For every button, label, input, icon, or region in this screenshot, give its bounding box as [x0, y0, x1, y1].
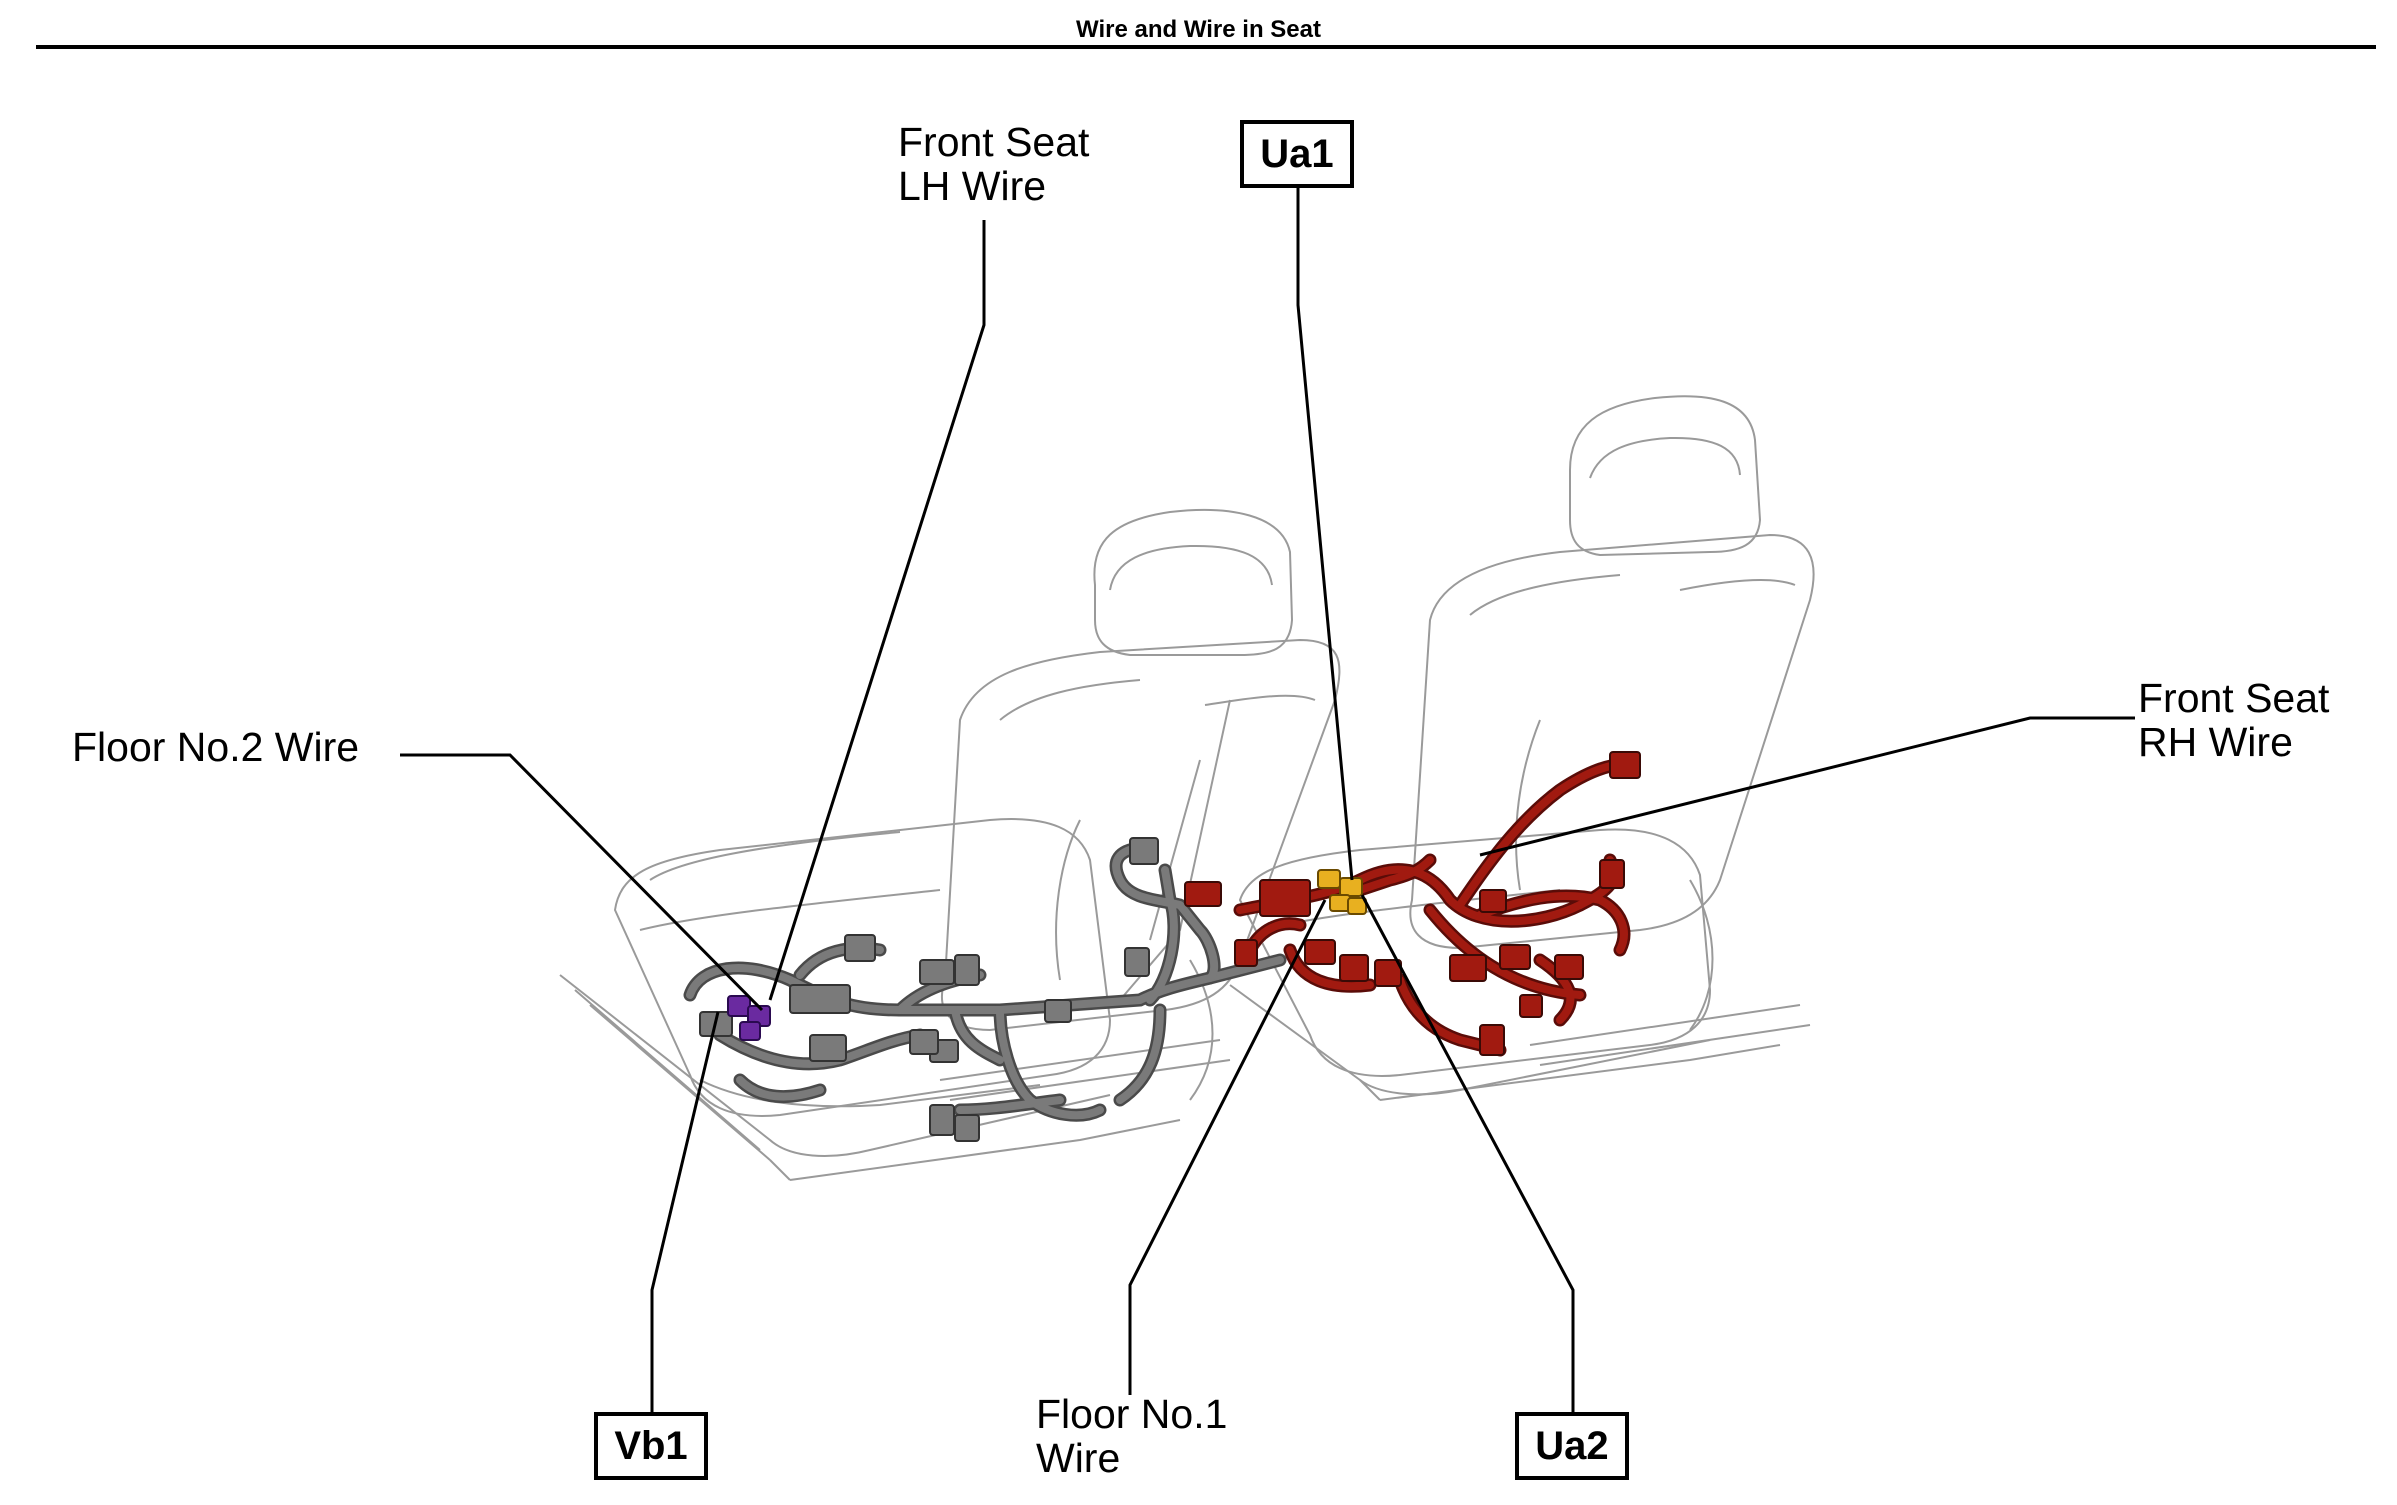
lh-harness-connectors	[699, 837, 1159, 1142]
label-front-seat-lh-wire: Front Seat LH Wire	[898, 120, 1089, 208]
connector-vb1-box: Vb1	[594, 1412, 708, 1480]
seat-lh-outline	[559, 508, 1341, 1181]
rh-harness-connectors	[1184, 751, 1641, 1056]
label-front-seat-rh-line2: RH Wire	[2138, 719, 2293, 765]
label-floor-no1-line2: Wire	[1036, 1435, 1121, 1481]
leader-lines	[400, 187, 2135, 1415]
seat-rh-outline	[1229, 395, 1815, 1101]
label-floor-no1-line1: Floor No.1	[1036, 1391, 1228, 1437]
ua-connector-shape	[1317, 869, 1367, 915]
label-floor-no1-wire: Floor No.1 Wire	[1036, 1392, 1227, 1480]
label-front-seat-rh-line1: Front Seat	[2138, 675, 2330, 721]
connector-ua2-box: Ua2	[1515, 1412, 1629, 1480]
page-title: Wire and Wire in Seat	[1076, 16, 1321, 43]
title-rule	[36, 45, 2376, 49]
connector-ua1-label: Ua1	[1260, 131, 1334, 176]
connector-ua2-label: Ua2	[1535, 1423, 1609, 1468]
connector-ua1-box: Ua1	[1240, 120, 1354, 188]
label-front-seat-lh-line2: LH Wire	[898, 163, 1047, 209]
label-front-seat-rh-wire: Front Seat RH Wire	[2138, 676, 2329, 764]
vb1-connector-shape	[727, 995, 771, 1041]
label-front-seat-lh-line1: Front Seat	[898, 119, 1090, 165]
label-floor-no2-wire: Floor No.2 Wire	[72, 724, 360, 770]
connector-vb1-label: Vb1	[614, 1423, 688, 1468]
